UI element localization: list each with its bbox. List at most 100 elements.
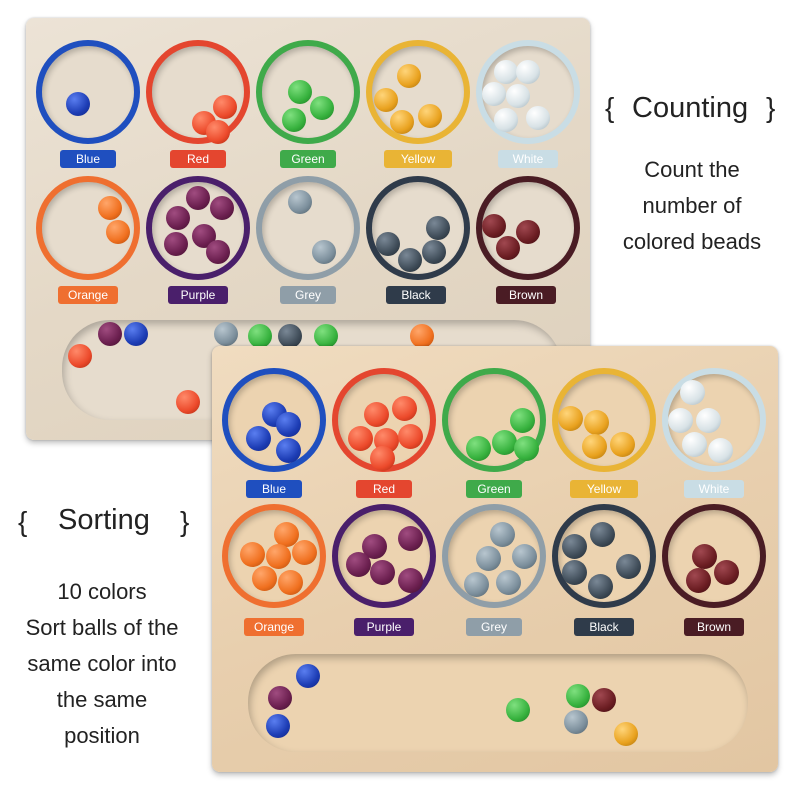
label-green: Green [466, 480, 522, 498]
bead-brown [686, 568, 711, 593]
bead-yellow [397, 64, 421, 88]
bead-orange [106, 220, 130, 244]
bead-orange [266, 544, 291, 569]
bead-yellow [584, 410, 609, 435]
label-green: Green [280, 150, 336, 168]
label-purple: Purple [168, 286, 228, 304]
bead-tray [248, 654, 748, 752]
label-blue: Blue [246, 480, 302, 498]
bead-yellow [558, 406, 583, 431]
label-yellow: Yellow [570, 480, 638, 498]
bead-grey [464, 572, 489, 597]
bead-green [510, 408, 535, 433]
bead-orange [292, 540, 317, 565]
bead-green [514, 436, 539, 461]
bead-black [426, 216, 450, 240]
sorting-brace-close: } [180, 506, 190, 537]
bead-yellow [582, 434, 607, 459]
label-red: Red [356, 480, 412, 498]
bead-green [466, 436, 491, 461]
bead-white [494, 108, 518, 132]
label-purple: Purple [354, 618, 414, 636]
bead-grey [490, 522, 515, 547]
bead-black [278, 324, 302, 348]
label-red: Red [170, 150, 226, 168]
bead-orange [240, 542, 265, 567]
bead-red [213, 95, 237, 119]
bead-blue [66, 92, 90, 116]
bead-white [526, 106, 550, 130]
well-blue [36, 40, 140, 144]
bead-red [392, 396, 417, 421]
bead-black [398, 248, 422, 272]
bead-green [288, 80, 312, 104]
bead-yellow [390, 110, 414, 134]
bead-blue [296, 664, 320, 688]
bead-grey [512, 544, 537, 569]
label-yellow: Yellow [384, 150, 452, 168]
bead-grey [496, 570, 521, 595]
bead-brown [592, 688, 616, 712]
well-grey [256, 176, 360, 280]
bead-black [588, 574, 613, 599]
label-orange: Orange [244, 618, 304, 636]
bead-yellow [614, 722, 638, 746]
bead-purple [164, 232, 188, 256]
bead-red [206, 120, 230, 144]
bead-purple [206, 240, 230, 264]
bead-black [616, 554, 641, 579]
counting-brace-open: { [605, 92, 615, 123]
bead-yellow [610, 432, 635, 457]
bead-blue [276, 412, 301, 437]
sorting-title: Sorting [58, 504, 150, 536]
bead-brown [482, 214, 506, 238]
bead-brown [692, 544, 717, 569]
bead-white [506, 84, 530, 108]
bead-red [68, 344, 92, 368]
bead-green [248, 324, 272, 348]
sorting-line-4: the same [56, 687, 148, 712]
bead-blue [276, 438, 301, 463]
bead-white [516, 60, 540, 84]
label-blue: Blue [60, 150, 116, 168]
sorting-brace-open: { [18, 506, 28, 537]
counting-brace-close: } [766, 92, 776, 123]
bead-red [364, 402, 389, 427]
bead-green [566, 684, 590, 708]
bead-orange [252, 566, 277, 591]
counting-description: Count the number of colored beads [604, 152, 780, 260]
label-black: Black [574, 618, 634, 636]
label-brown: Brown [684, 618, 744, 636]
bead-purple [268, 686, 292, 710]
bead-black [562, 560, 587, 585]
bead-green [506, 698, 530, 722]
bead-black [590, 522, 615, 547]
bead-purple [398, 526, 423, 551]
bead-orange [410, 324, 434, 348]
bead-yellow [418, 104, 442, 128]
sorting-line-3: same color into [27, 651, 177, 676]
bead-red [370, 446, 395, 471]
bead-purple [370, 560, 395, 585]
bead-blue [246, 426, 271, 451]
label-brown: Brown [496, 286, 556, 304]
bead-green [282, 108, 306, 132]
label-white: White [498, 150, 558, 168]
bead-white [668, 408, 693, 433]
bead-black [562, 534, 587, 559]
counting-line-3: colored beads [622, 229, 762, 254]
sorting-line-2: Sort balls of the [25, 615, 179, 640]
counting-line-2: number of [642, 193, 742, 218]
bead-orange [278, 570, 303, 595]
bead-grey [214, 322, 238, 346]
bead-grey [288, 190, 312, 214]
bead-red [398, 424, 423, 449]
bead-black [422, 240, 446, 264]
label-grey: Grey [466, 618, 522, 636]
label-white: White [684, 480, 744, 498]
bead-black [376, 232, 400, 256]
bead-grey [564, 710, 588, 734]
bead-red [176, 390, 200, 414]
counting-board: Blue Red Green Yellow White Orange Purpl… [26, 18, 590, 440]
bead-purple [346, 552, 371, 577]
